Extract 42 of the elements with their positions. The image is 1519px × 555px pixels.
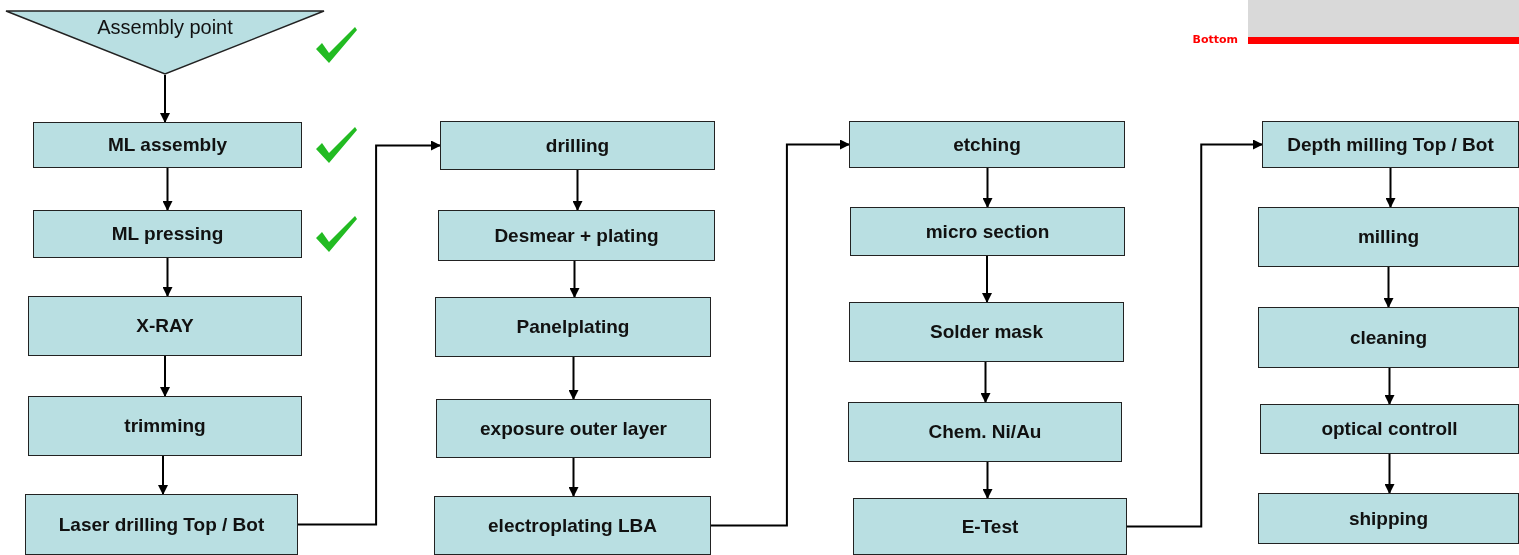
arrow <box>569 260 580 298</box>
arrow <box>1126 139 1263 528</box>
process-box: Laser drilling Top / Bot <box>25 494 298 555</box>
arrow <box>158 455 168 495</box>
process-box: cleaning <box>1258 307 1519 368</box>
process-box: shipping <box>1258 493 1519 544</box>
process-box: Panelplating <box>435 297 711 357</box>
arrow <box>572 169 583 211</box>
process-box: Depth milling Top / Bot <box>1262 121 1519 168</box>
arrow <box>1384 453 1395 494</box>
process-box: Solder mask <box>849 302 1124 362</box>
arrow <box>980 361 991 403</box>
process-box: electroplating LBA <box>434 496 711 555</box>
process-box: exposure outer layer <box>436 399 711 458</box>
process-box: optical controll <box>1260 404 1519 454</box>
arrow <box>1383 266 1394 308</box>
process-box: E-Test <box>853 498 1127 555</box>
arrow <box>160 74 170 123</box>
process-box: Desmear + plating <box>438 210 715 261</box>
arrow <box>982 167 993 208</box>
inverted-triangle: Assembly point <box>5 10 325 75</box>
arrow <box>710 139 850 527</box>
arrow <box>568 457 579 497</box>
process-box: X-RAY <box>28 296 302 356</box>
arrow <box>1384 367 1395 405</box>
arrow <box>568 356 579 400</box>
process-box: trimming <box>28 396 302 456</box>
process-box: ML pressing <box>33 210 302 258</box>
arrow <box>297 140 441 526</box>
process-box: drilling <box>440 121 715 170</box>
side-label: Bottom <box>1192 33 1238 46</box>
arrow <box>982 255 992 303</box>
process-box: Chem. Ni/Au <box>848 402 1122 462</box>
arrow <box>160 355 170 397</box>
process-box: etching <box>849 121 1125 168</box>
arrow <box>982 461 993 499</box>
process-box: ML assembly <box>33 122 302 168</box>
arrow <box>162 167 173 211</box>
process-box: micro section <box>850 207 1125 256</box>
arrow <box>1385 167 1396 208</box>
arrow <box>162 257 173 297</box>
process-box: milling <box>1258 207 1519 267</box>
